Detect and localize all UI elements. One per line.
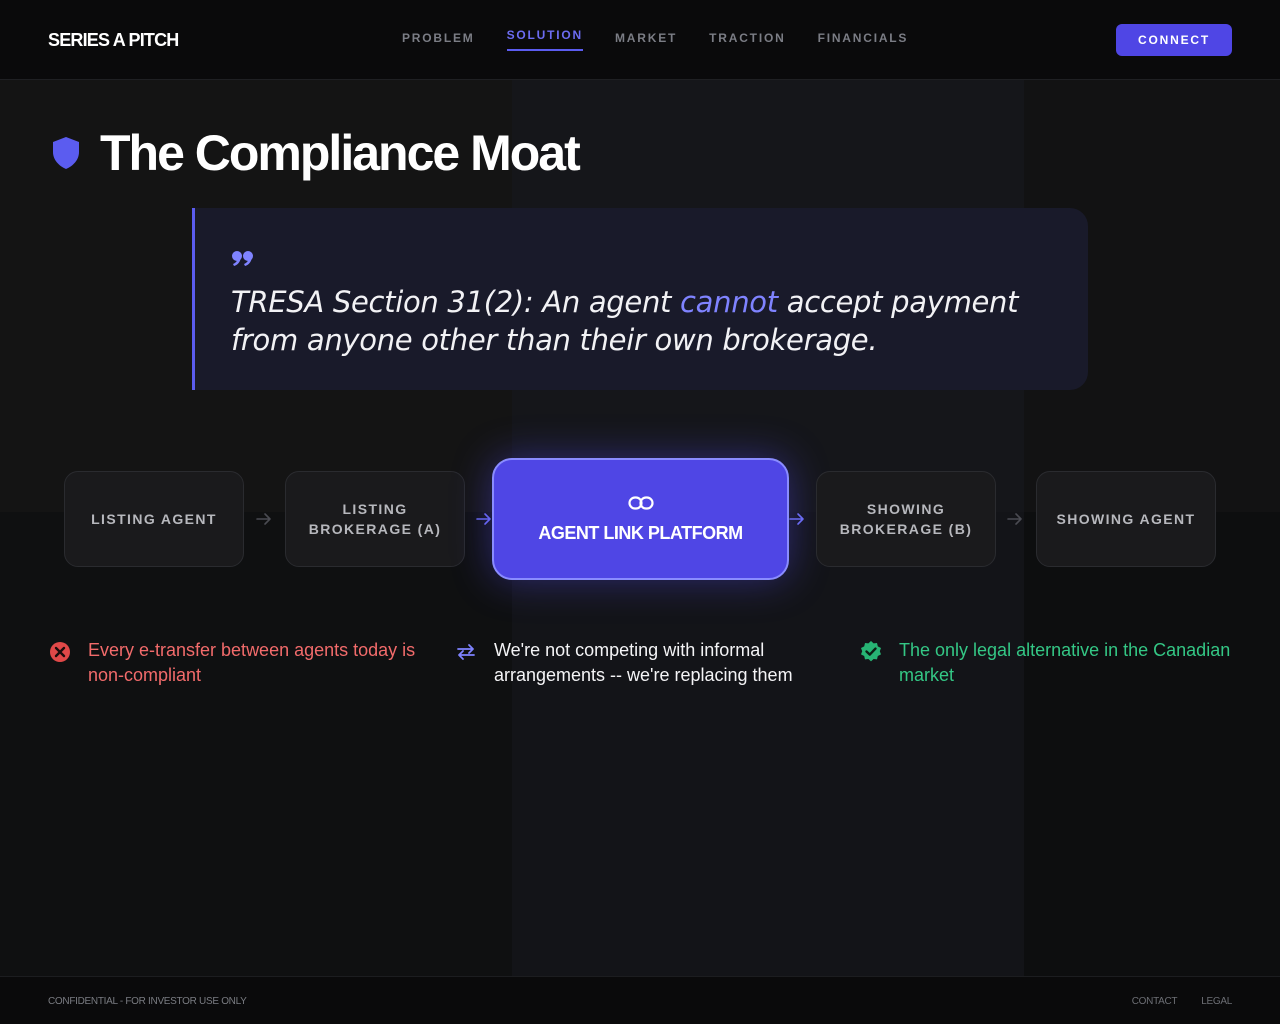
callout-replacing: We're not competing with informal arrang… bbox=[454, 638, 854, 688]
quote-emphasis: cannot bbox=[680, 285, 778, 319]
platform-label: AGENT LINK PLATFORM bbox=[538, 522, 743, 543]
title-row: The Compliance Moat bbox=[52, 124, 581, 182]
payment-flow-diagram: LISTING AGENT LISTING BROKERAGE (A) AGEN… bbox=[64, 458, 1216, 580]
connect-button[interactable]: CONNECT bbox=[1116, 24, 1232, 56]
bg-panel bbox=[512, 512, 1024, 976]
nav-market[interactable]: MARKET bbox=[615, 31, 678, 45]
nav-financials[interactable]: FINANCIALS bbox=[817, 31, 909, 45]
bg-panel bbox=[1024, 512, 1280, 976]
callout-text: The only legal alternative in the Canadi… bbox=[899, 640, 1231, 685]
arrow-right-icon bbox=[476, 513, 491, 525]
page-title: The Compliance Moat bbox=[100, 125, 581, 181]
swap-arrows-icon bbox=[457, 644, 475, 660]
top-header: SERIES A PITCH PROBLEM SOLUTION MARKET T… bbox=[0, 0, 1280, 80]
quote-text-end: accept payment from anyone other than th… bbox=[231, 285, 1019, 357]
quote-icon bbox=[232, 251, 253, 266]
main-nav: PROBLEM SOLUTION MARKET TRACTION FINANCI… bbox=[402, 28, 909, 51]
footer-links: CONTACT LEGAL bbox=[1131, 996, 1233, 1007]
flow-step-listing-brokerage: LISTING BROKERAGE (A) bbox=[285, 471, 465, 567]
quote-text-start: TRESA Section 31(2): An agent bbox=[231, 285, 681, 319]
callout-non-compliant: Every e-transfer between agents today is… bbox=[48, 638, 418, 688]
callout-legal-alternative: The only legal alternative in the Canadi… bbox=[859, 638, 1232, 688]
flow-center-platform: AGENT LINK PLATFORM bbox=[492, 458, 789, 580]
flow-step-listing-agent: LISTING AGENT bbox=[64, 471, 244, 567]
callout-text: Every e-transfer between agents today is… bbox=[88, 640, 416, 685]
confidential-notice: CONFIDENTIAL - FOR INVESTOR USE ONLY bbox=[48, 996, 247, 1007]
quote-card: TRESA Section 31(2): An agent cannot acc… bbox=[192, 208, 1088, 390]
shield-icon bbox=[53, 137, 79, 169]
quote-text: TRESA Section 31(2): An agent cannot acc… bbox=[231, 283, 1052, 359]
callouts: Every e-transfer between agents today is… bbox=[48, 638, 1232, 698]
nav-problem[interactable]: PROBLEM bbox=[402, 31, 475, 45]
bg-panel bbox=[0, 512, 512, 976]
footer-link-contact[interactable]: CONTACT bbox=[1131, 996, 1178, 1007]
nav-traction[interactable]: TRACTION bbox=[709, 31, 786, 45]
arrow-right-icon bbox=[789, 513, 804, 525]
flow-step-showing-agent: SHOWING AGENT bbox=[1036, 471, 1216, 567]
x-circle-icon bbox=[50, 642, 70, 662]
link-icon bbox=[627, 495, 654, 510]
main-content: The Compliance Moat TRESA Section 31(2):… bbox=[0, 80, 1280, 976]
nav-solution[interactable]: SOLUTION bbox=[506, 28, 584, 51]
arrow-right-icon bbox=[256, 513, 271, 525]
footer-link-legal[interactable]: LEGAL bbox=[1201, 996, 1232, 1007]
logo[interactable]: SERIES A PITCH bbox=[48, 30, 179, 50]
verified-badge-icon bbox=[861, 641, 881, 662]
callout-text: We're not competing with informal arrang… bbox=[494, 640, 793, 685]
footer: CONFIDENTIAL - FOR INVESTOR USE ONLY CON… bbox=[0, 976, 1280, 1024]
arrow-right-icon bbox=[1007, 513, 1022, 525]
flow-step-showing-brokerage: SHOWING BROKERAGE (B) bbox=[816, 471, 996, 567]
